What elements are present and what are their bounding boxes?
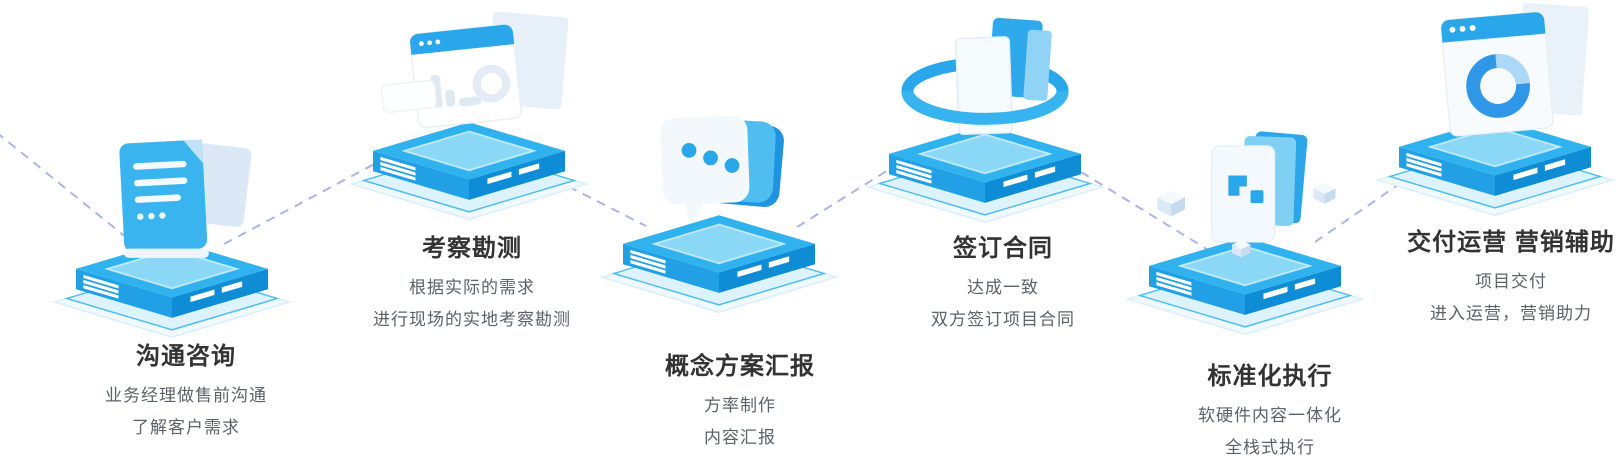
communication-consult-illustration — [52, 112, 292, 341]
step-3-text: 概念方案汇报 方率制作 内容汇报 — [590, 352, 890, 454]
step-3-desc-line-1: 方率制作 — [704, 396, 776, 415]
floating-cube-icon — [1313, 182, 1336, 204]
step-1-desc-line-1: 业务经理做售前沟通 — [105, 386, 267, 405]
isometric-platform — [599, 215, 839, 313]
step-2-title: 考察勘测 — [422, 235, 522, 262]
step-1-desc-line-2: 了解客户需求 — [132, 418, 240, 437]
step-5-text: 标准化执行 软硬件内容一体化 全栈式执行 — [1120, 362, 1420, 462]
step-2-desc-line-1: 根据实际的需求 — [409, 278, 535, 297]
isometric-platform — [1375, 118, 1615, 216]
step-3-desc-line-2: 内容汇报 — [704, 428, 776, 447]
standardized-execution-illustration — [1125, 109, 1365, 338]
contract-documents-ring-icon — [901, 17, 1069, 136]
analytics-window-icon — [380, 11, 569, 129]
isometric-platform — [1125, 237, 1365, 335]
step-2-text: 考察勘测 根据实际的需求 进行现场的实地考察勘测 — [322, 234, 622, 336]
delivery-operation-illustration — [1375, 0, 1615, 219]
modular-documents-cubes-icon — [1157, 131, 1336, 258]
concept-report-illustration — [599, 87, 839, 316]
isometric-platform — [865, 125, 1105, 223]
step-4-desc-line-2: 双方签订项目合同 — [931, 310, 1075, 329]
isometric-platform — [52, 240, 292, 338]
survey-analytics-illustration — [349, 0, 589, 223]
step-6-desc-line-1: 项目交付 — [1475, 272, 1547, 291]
isometric-platform — [349, 122, 589, 220]
step-6-desc-line-2: 进入运营，营销助力 — [1430, 304, 1592, 323]
step-6-text: 交付运营 营销辅助 项目交付 进入运营，营销助力 — [1361, 228, 1618, 330]
dashboard-window-icon — [1440, 2, 1589, 137]
step-2-desc-line-2: 进行现场的实地考察勘测 — [373, 310, 571, 329]
sign-contract-illustration — [865, 0, 1105, 226]
step-5-desc-line-2: 全栈式执行 — [1225, 438, 1315, 457]
step-5-desc-line-1: 软硬件内容一体化 — [1198, 406, 1342, 425]
step-4-text: 签订合同 达成一致 双方签订项目合同 — [853, 234, 1153, 336]
step-4-title: 签订合同 — [953, 235, 1053, 262]
document-notes-icon — [119, 139, 252, 258]
step-3-title: 概念方案汇报 — [665, 353, 815, 380]
step-6-title: 交付运营 营销辅助 — [1407, 229, 1615, 256]
floating-cube-icon — [1157, 190, 1186, 217]
floating-cube-icon — [1232, 240, 1251, 258]
step-5-title: 标准化执行 — [1207, 363, 1333, 390]
chat-bubble-icon — [660, 115, 784, 225]
step-1-text: 沟通咨询 业务经理做售前沟通 了解客户需求 — [36, 342, 336, 444]
step-1-title: 沟通咨询 — [136, 343, 236, 370]
step-4-desc-line-1: 达成一致 — [967, 278, 1039, 297]
